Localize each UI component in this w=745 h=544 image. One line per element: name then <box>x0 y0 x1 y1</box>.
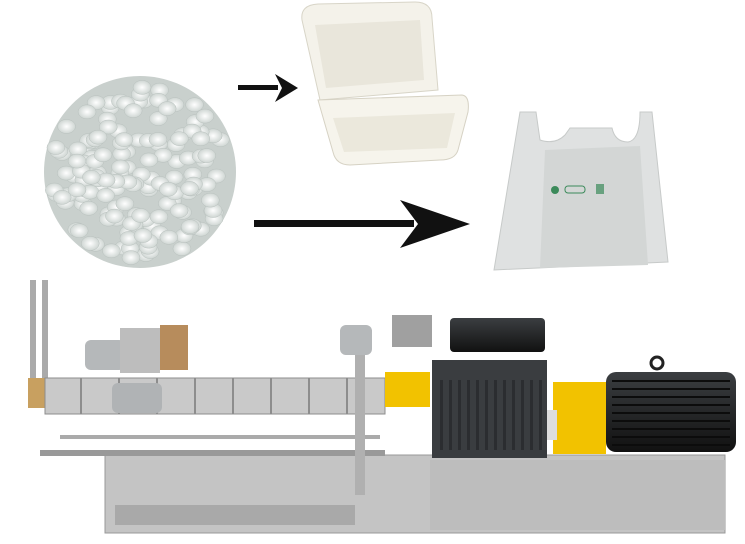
motor-fin <box>612 412 730 414</box>
gearbox-fin <box>521 380 524 450</box>
motor-fin <box>612 428 730 430</box>
pellet <box>201 192 220 208</box>
barrel-segment <box>194 378 196 414</box>
barrel-segment <box>346 378 348 414</box>
pellet <box>82 170 101 185</box>
pellet <box>180 181 199 196</box>
motor-fin <box>612 444 730 446</box>
arrow-to-container <box>238 74 298 102</box>
pellet <box>191 131 210 146</box>
twin-screw-extruder-machine <box>28 280 736 534</box>
pellet <box>195 108 215 124</box>
pellet <box>96 188 115 203</box>
pellet <box>133 228 153 243</box>
pellet <box>132 80 152 95</box>
motor-fin <box>612 404 730 406</box>
shopping-bag <box>493 111 669 271</box>
arrow-to-bag <box>254 200 470 248</box>
gearbox-fin <box>503 380 506 450</box>
pellet <box>79 201 98 216</box>
pellet <box>157 101 177 116</box>
pellet <box>197 148 216 163</box>
pellet <box>123 103 143 118</box>
pellet <box>159 181 178 197</box>
plastic-pellets <box>44 76 236 268</box>
pellet <box>77 104 97 120</box>
pellet <box>148 132 168 147</box>
pellet <box>114 132 134 147</box>
pellet <box>121 250 141 265</box>
foam-food-container <box>301 1 469 166</box>
pellet <box>67 153 87 169</box>
pellet <box>115 196 135 211</box>
gearbox-fin <box>440 380 443 450</box>
pellet <box>81 236 100 251</box>
motor-fin <box>612 420 730 422</box>
barrel-segment <box>80 378 82 414</box>
gearbox-fin <box>476 380 479 450</box>
pellet <box>139 152 159 168</box>
gearbox-fin <box>539 380 542 450</box>
pellet <box>88 129 108 145</box>
gearbox-fin <box>449 380 452 450</box>
motor-fin <box>612 388 730 390</box>
pellet <box>102 243 121 259</box>
pellet <box>57 119 76 134</box>
pellet <box>93 147 113 162</box>
pellet <box>69 223 89 238</box>
gearbox-fin <box>458 380 461 450</box>
pellet <box>172 241 192 256</box>
pellet <box>159 230 179 245</box>
gearbox-fin <box>467 380 470 450</box>
barrel-segment <box>232 378 234 414</box>
pellet <box>149 111 168 126</box>
pellet <box>180 219 200 234</box>
motor-fin <box>612 396 730 398</box>
gearbox-fin <box>485 380 488 450</box>
gearbox-fin <box>494 380 497 450</box>
motor-fin <box>612 436 730 438</box>
pellet <box>99 119 118 135</box>
pellet <box>149 209 169 224</box>
pellet <box>67 182 87 198</box>
pellet <box>105 208 124 224</box>
barrel-segment <box>270 378 272 414</box>
barrel-segment <box>308 378 310 414</box>
pellet <box>111 159 130 175</box>
gearbox-fin <box>530 380 533 450</box>
pellet <box>170 131 189 146</box>
pellet <box>46 140 66 155</box>
pellet <box>131 208 150 223</box>
motor-fin <box>612 380 730 382</box>
pellet <box>52 190 72 205</box>
pellet <box>185 97 204 112</box>
gearbox-fin <box>512 380 515 450</box>
pellet <box>169 203 189 218</box>
